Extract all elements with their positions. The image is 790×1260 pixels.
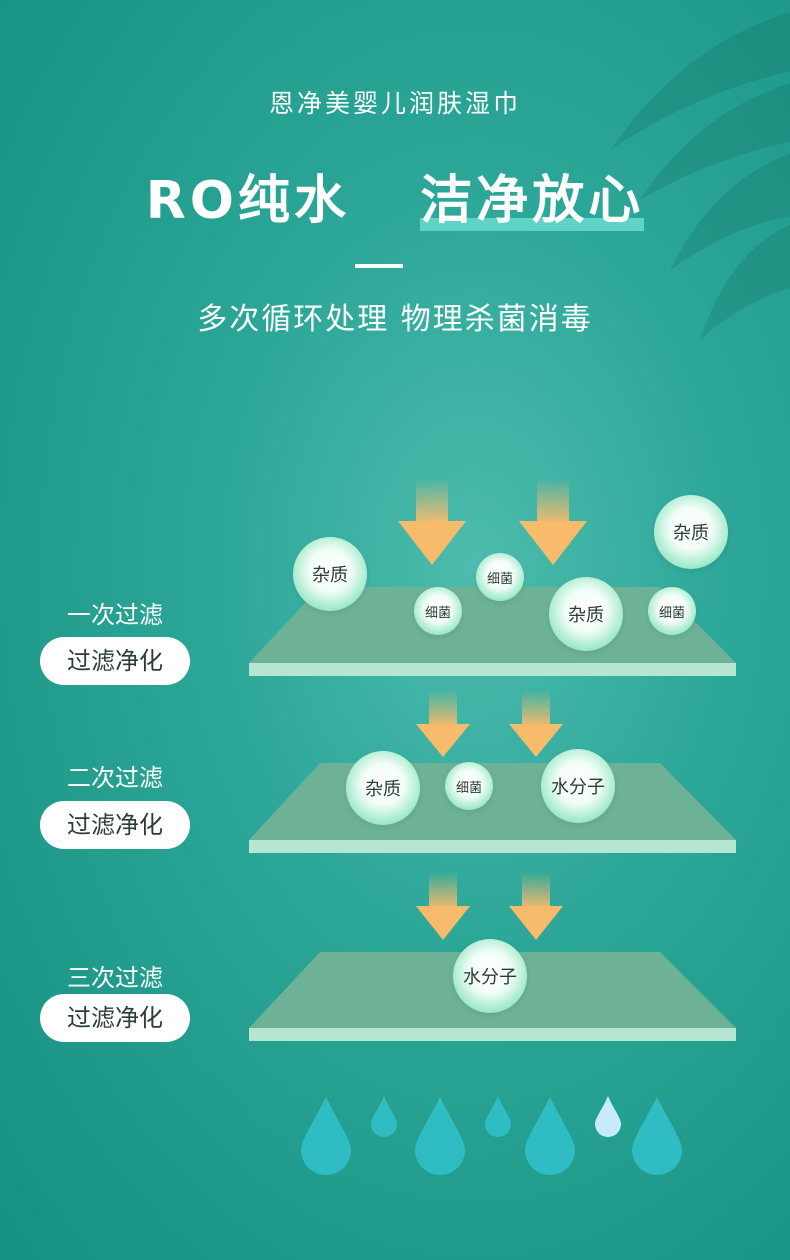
impurity-particle: 杂质 — [654, 495, 728, 569]
bacteria-particle: 细菌 — [445, 762, 493, 810]
water-molecule-particle: 水分子 — [453, 939, 527, 1013]
stage-3-badge: 过滤净化 — [40, 994, 190, 1042]
brand-title: 恩净美婴儿润肤湿巾 — [268, 89, 521, 118]
impurity-particle: 杂质 — [293, 537, 367, 611]
divider-line — [355, 264, 403, 268]
bacteria-particle: 细菌 — [414, 587, 462, 635]
arrow-down-icon — [509, 872, 563, 940]
water-drop-icon — [415, 1097, 465, 1175]
water-drops — [301, 1096, 682, 1175]
arrow-down-icon — [398, 478, 466, 565]
arrow-down-icon — [416, 872, 470, 940]
arrow-down-icon — [519, 478, 587, 565]
headline-highlight: 洁净放心 — [420, 158, 645, 233]
filter-layer-2 — [249, 763, 736, 853]
highlight-underline — [420, 218, 645, 231]
water-drop-icon — [632, 1097, 682, 1175]
arrow-down-icon — [509, 690, 563, 757]
arrow-down-icon — [416, 690, 470, 757]
bacteria-particle: 细菌 — [648, 587, 696, 635]
stage-1-badge: 过滤净化 — [40, 637, 190, 685]
water-drop-icon — [525, 1097, 575, 1175]
impurity-particle: 杂质 — [549, 577, 623, 651]
stage-1-label: 一次过滤 — [67, 601, 163, 629]
headline: RO纯水 洁净放心 — [0, 158, 790, 233]
water-drop-icon — [595, 1096, 621, 1137]
bacteria-particle: 细菌 — [476, 553, 524, 601]
stage-2-badge: 过滤净化 — [40, 801, 190, 849]
leaf-shadow-decoration — [610, 12, 790, 340]
water-drop-icon — [371, 1096, 397, 1137]
subtitle: 多次循环处理 物理杀菌消毒 — [197, 302, 593, 337]
water-molecule-particle: 水分子 — [541, 749, 615, 823]
stage-2-label: 二次过滤 — [67, 764, 163, 792]
headline-part1: RO纯水 — [145, 171, 350, 231]
water-drop-icon — [485, 1096, 511, 1137]
headline-part2: 洁净放心 — [420, 171, 645, 231]
impurity-particle: 杂质 — [346, 751, 420, 825]
water-drop-icon — [301, 1097, 351, 1175]
stage-3-label: 三次过滤 — [67, 964, 163, 992]
